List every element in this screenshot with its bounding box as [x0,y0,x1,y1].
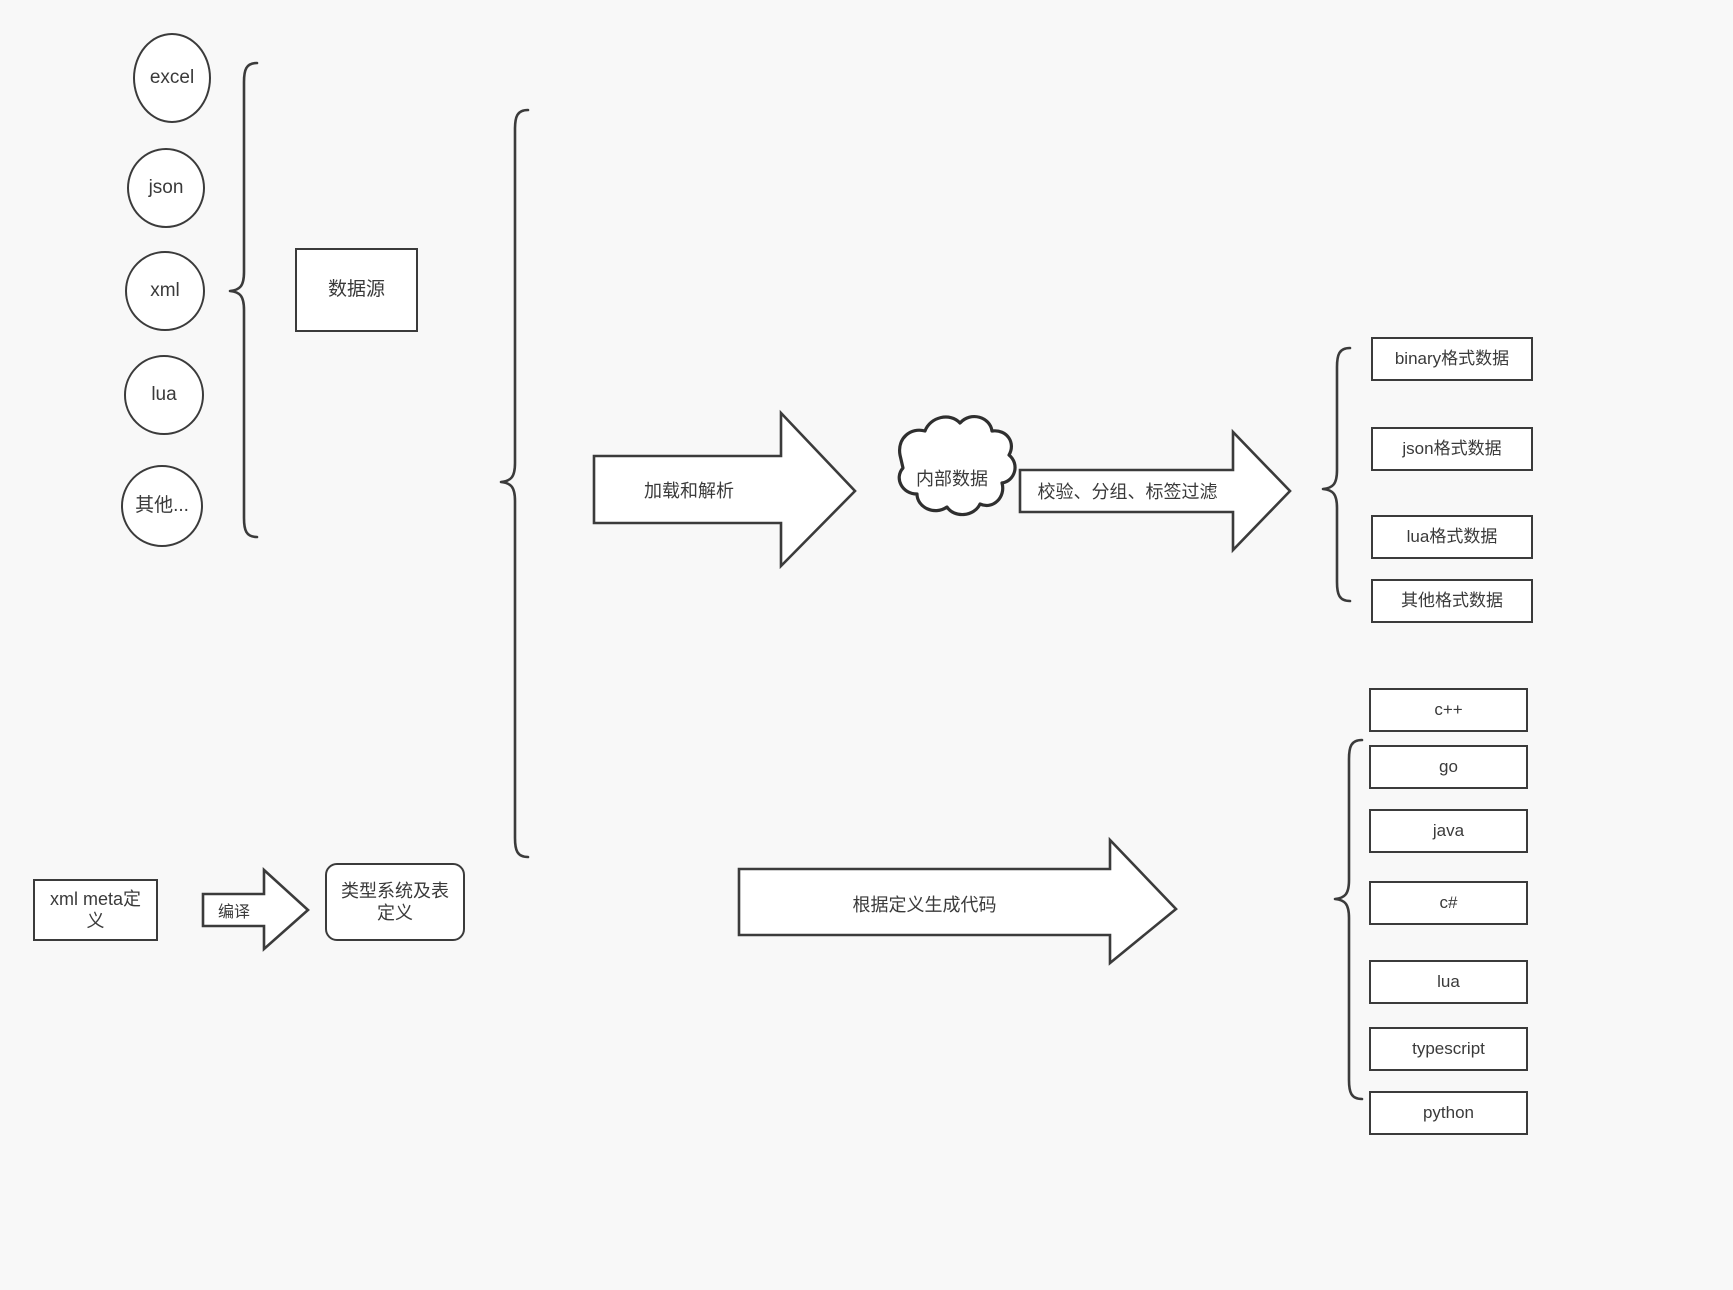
source-node-lua[interactable]: lua [124,355,204,435]
output-format-label: lua格式数据 [1406,527,1498,547]
output-format-json[interactable]: json格式数据 [1371,427,1533,471]
output-language-label: go [1439,757,1458,777]
output-language-python[interactable]: python [1369,1091,1528,1135]
output-language-label: c++ [1434,700,1463,720]
source-label: xml [150,280,180,302]
type-system-box[interactable]: 类型系统及表定义 [325,863,465,941]
xml-meta-definition-box[interactable]: xml meta定义 [33,879,158,941]
output-language-go[interactable]: go [1369,745,1528,789]
output-language-label: c# [1439,893,1458,913]
source-label: 其他... [135,495,189,517]
source-label: lua [151,384,177,406]
output-language-label: java [1432,821,1465,841]
output-language-label: typescript [1412,1039,1485,1059]
output-language-cpp[interactable]: c++ [1369,688,1528,732]
xml-meta-definition-label: xml meta定义 [49,888,141,932]
output-language-label: python [1422,1103,1475,1123]
source-node-xml[interactable]: xml [125,251,205,331]
data-source-box[interactable]: 数据源 [295,248,418,332]
output-language-csharp[interactable]: c# [1369,881,1528,925]
output-language-typescript[interactable]: typescript [1369,1027,1528,1071]
source-node-excel[interactable]: excel [133,33,211,123]
output-format-binary[interactable]: binary格式数据 [1371,337,1533,381]
type-system-label: 类型系统及表定义 [341,880,449,924]
output-format-lua[interactable]: lua格式数据 [1371,515,1533,559]
output-language-java[interactable]: java [1369,809,1528,853]
output-language-lua[interactable]: lua [1369,960,1528,1004]
output-format-label: 其他格式数据 [1401,591,1503,611]
output-format-label: json格式数据 [1402,439,1502,459]
source-label: json [148,177,184,199]
data-source-label: 数据源 [327,279,385,301]
source-node-json[interactable]: json [127,148,205,228]
output-format-other[interactable]: 其他格式数据 [1371,579,1533,623]
output-format-label: binary格式数据 [1394,349,1510,369]
output-language-label: lua [1437,972,1460,992]
source-label: excel [149,67,195,89]
source-node-other[interactable]: 其他... [121,465,203,547]
